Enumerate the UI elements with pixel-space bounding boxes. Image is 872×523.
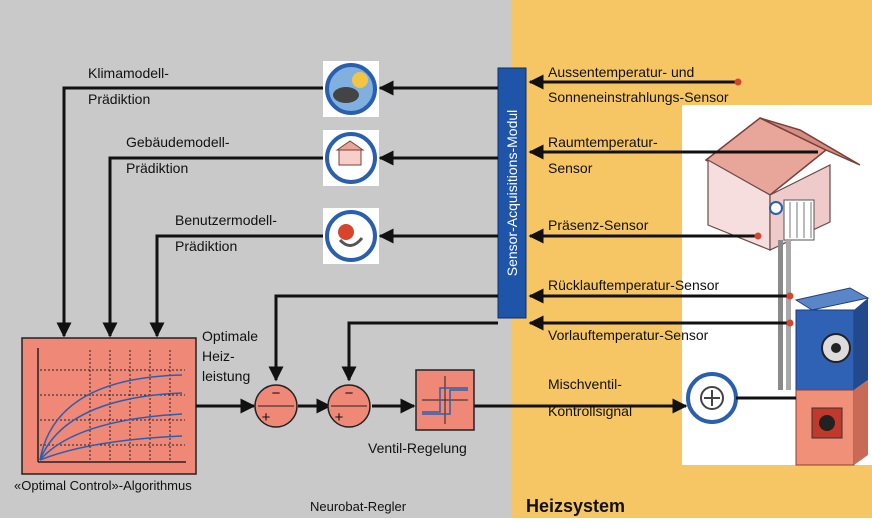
summing-junction-1: − + — [254, 384, 298, 428]
sensor-aussen-label-2: Sonneneinstrahlungs-Sensor — [548, 89, 729, 105]
optimale-label-2: Heiz- — [202, 348, 235, 364]
ruecklauf-sensor-dot — [786, 292, 794, 300]
summing-junction-2: − + — [327, 384, 371, 428]
boiler-illustration — [794, 287, 870, 466]
house-roof-side — [759, 117, 861, 166]
sensor-ruecklauf-label: Rücklauftemperatur-Sensor — [548, 277, 720, 293]
mischventil-label-1: Mischventil- — [548, 376, 622, 392]
radiator — [783, 199, 815, 241]
optimal-control-box — [21, 337, 197, 475]
algorithm-label: «Optimal Control»-Algorithmus — [14, 478, 192, 493]
junction-1-minus: − — [272, 385, 281, 402]
gebaeude-label-1: Gebäudemodell- — [126, 134, 230, 150]
praesenz-sensor-dot — [754, 232, 762, 240]
sensor-vorlauf-label: Vorlauftemperatur-Sensor — [548, 327, 709, 343]
sensor-praesenz-label: Präsenz-Sensor — [548, 217, 649, 233]
gebaeude-icon — [323, 130, 379, 186]
sensor-module-label: Sensor-Acquisitions-Modul — [504, 110, 520, 277]
optimale-label-1: Optimale — [202, 328, 258, 344]
junction-2-minus: − — [345, 385, 354, 402]
benutzer-label-2: Prädiktion — [175, 238, 237, 254]
ventil-label: Ventil-Regelung — [368, 440, 467, 456]
vorlauf-sensor-dot — [786, 319, 794, 327]
pipe-down-1 — [778, 240, 783, 390]
mixing-valve-icon — [686, 372, 738, 424]
klima-label-2: Prädiktion — [88, 91, 150, 107]
junction-1-plus: + — [262, 409, 271, 426]
klima-label-1: Klimamodell- — [88, 65, 169, 81]
heizsystem-label: Heizsystem — [526, 496, 625, 516]
pipe-down-2 — [786, 240, 791, 390]
thermostat-icon — [769, 201, 783, 215]
gebaeude-label-2: Prädiktion — [126, 160, 188, 176]
house-illustration — [704, 117, 861, 390]
klima-icon — [323, 61, 379, 117]
neurobat-label: Neurobat-Regler — [310, 499, 407, 514]
sensor-raum-label-1: Raumtemperatur- — [548, 134, 658, 150]
benutzer-icon — [323, 208, 379, 264]
sensor-raum-label-2: Sensor — [548, 160, 593, 176]
sensor-acquisition-module — [497, 67, 527, 319]
ventil-regelung-box — [415, 369, 475, 431]
junction-2-plus: + — [335, 409, 344, 426]
mischventil-label-2: Kontrollsignal — [548, 403, 632, 419]
benutzer-label-1: Benutzermodell- — [175, 212, 277, 228]
sensor-aussen-label-1: Aussentemperatur- und — [548, 64, 694, 80]
optimale-label-3: leistung — [202, 368, 250, 384]
aussen-sensor-dot — [734, 78, 742, 86]
